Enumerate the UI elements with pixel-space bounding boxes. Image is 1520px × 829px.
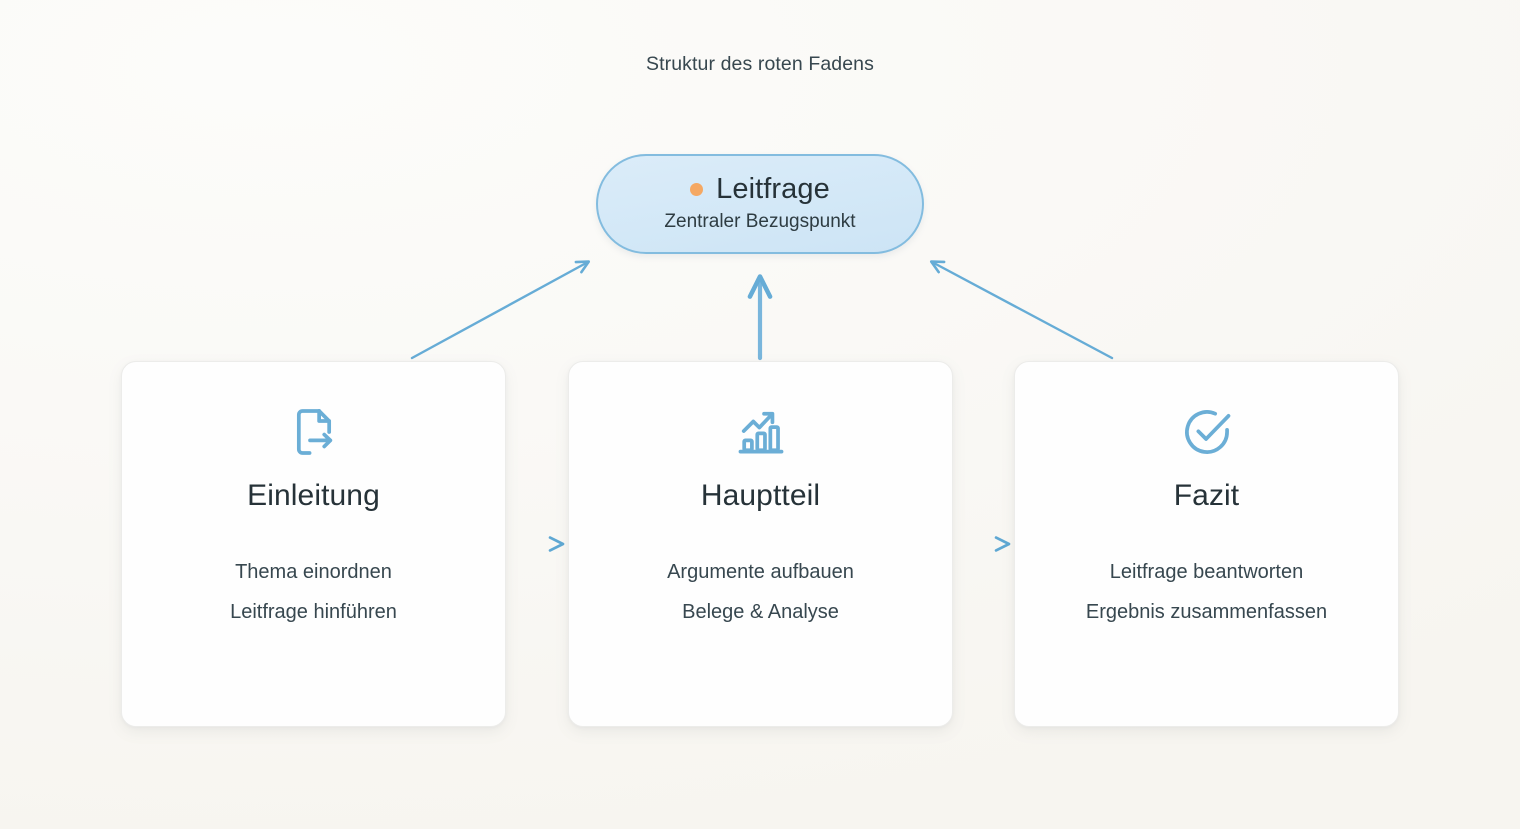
card-heading: Fazit [1173, 479, 1240, 512]
focus-node-leitfrage[interactable]: Leitfrage Zentraler Bezugspunkt [596, 154, 924, 254]
card-detail-line: Thema einordnen [235, 561, 392, 583]
focus-node-title: Leitfrage [716, 173, 830, 205]
card-fazit[interactable]: Fazit Leitfrage beantworten Ergebnis zus… [1014, 361, 1399, 727]
card-detail-line: Belege & Analyse [682, 601, 839, 623]
connector-fazit-to-leitfrage [929, 260, 1114, 360]
card-heading: Hauptteil [700, 479, 821, 512]
card-detail-list: Argumente aufbauen Belege & Analyse [667, 561, 854, 624]
check-circle-icon [1179, 404, 1235, 460]
card-detail-line: Leitfrage beantworten [1109, 561, 1304, 583]
card-heading: Einleitung [247, 479, 380, 512]
card-hauptteil[interactable]: Hauptteil Argumente aufbauen Belege & An… [568, 361, 953, 727]
page-title: Struktur des roten Fadens [646, 53, 874, 75]
file-export-icon [286, 404, 342, 460]
card-detail-list: Thema einordnen Leitfrage hinführen [230, 561, 397, 624]
orange-dot-icon [690, 183, 704, 196]
card-detail-line: Ergebnis zusammenfassen [1085, 601, 1328, 623]
card-detail-list: Leitfrage beantworten Ergebnis zusammenf… [1086, 561, 1327, 624]
card-einleitung[interactable]: Einleitung Thema einordnen Leitfrage hin… [121, 361, 506, 727]
focus-node-subtitle: Zentraler Bezugspunkt [664, 211, 856, 232]
connector-einleitung-to-leitfrage [410, 260, 591, 360]
card-detail-line: Argumente aufbauen [667, 561, 854, 583]
bar-chart-trend-up-icon [733, 404, 789, 460]
card-detail-line: Leitfrage hinführen [230, 601, 397, 623]
focus-node-headline: Leitfrage [690, 173, 830, 206]
